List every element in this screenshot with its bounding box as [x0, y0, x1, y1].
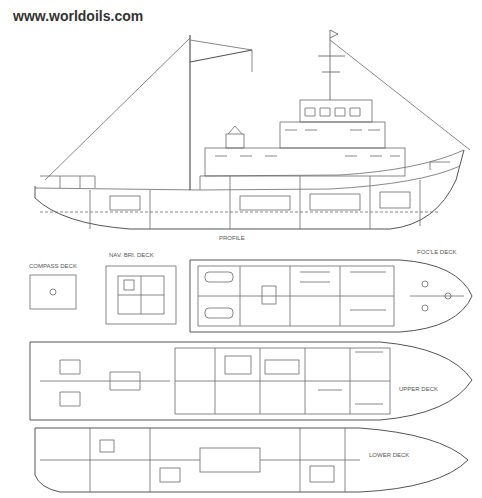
compass-deck-plan	[30, 275, 76, 309]
nav-bridge-deck-plan	[106, 266, 176, 324]
deck-title: LOWER DECK	[368, 452, 410, 459]
view-title: PROFILE	[218, 235, 246, 242]
watermark: www.worldoils.com	[12, 8, 144, 24]
deck-title: UPPER DECK	[398, 386, 439, 393]
profile-view	[35, 30, 470, 229]
deck-title: NAV. BRI. DECK	[108, 252, 155, 259]
lower-deck-plan	[35, 428, 468, 492]
focsle-deck-plan	[190, 260, 472, 332]
deck-title: COMPASS DECK	[28, 263, 78, 270]
upper-deck-plan	[30, 342, 472, 420]
deck-title: FOC'LE DECK	[416, 249, 458, 256]
